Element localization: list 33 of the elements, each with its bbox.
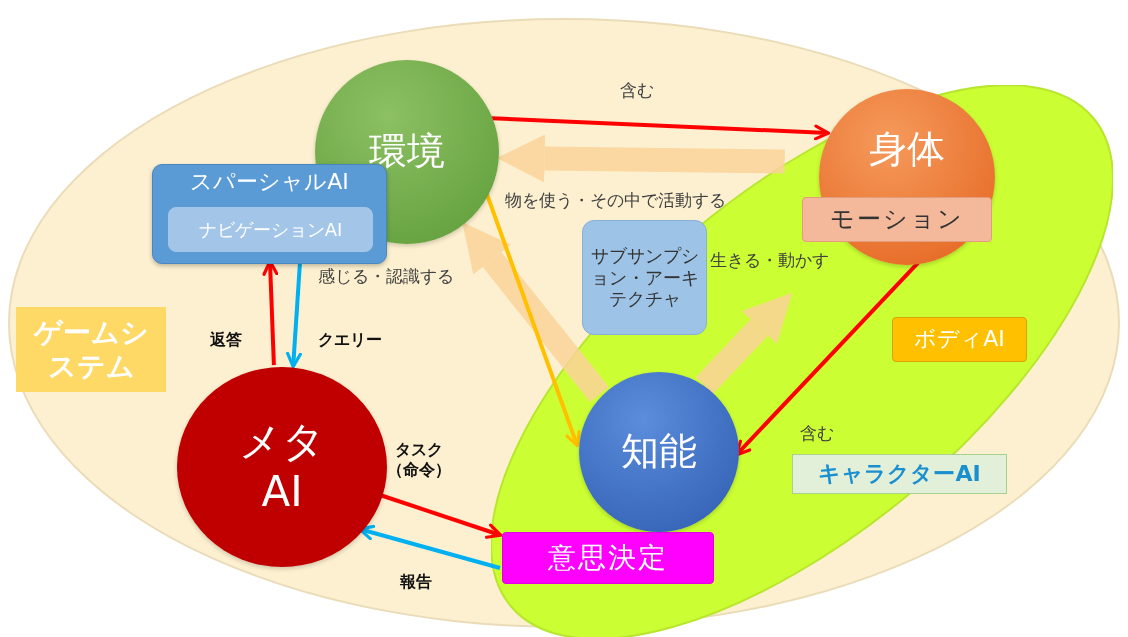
label-box bbox=[16, 307, 166, 392]
label-box bbox=[802, 197, 992, 242]
edge-label: 感じる・認識する bbox=[318, 266, 454, 288]
block-arrow bbox=[695, 292, 793, 394]
label-box bbox=[502, 532, 714, 584]
node-label: サブサンプション・アーキテクチャ bbox=[589, 245, 700, 310]
node-label: ナビゲーションAI bbox=[198, 218, 343, 241]
label-box bbox=[792, 454, 1007, 494]
node-label: モーション bbox=[830, 205, 964, 234]
block-arrow bbox=[496, 134, 785, 183]
node-label: 意思決定 bbox=[548, 541, 668, 575]
node-label: ボディAI bbox=[914, 326, 1005, 353]
node-label: スパーシャルAI bbox=[190, 169, 349, 196]
node-label: 知能 bbox=[621, 429, 697, 475]
node-label: メタAI bbox=[238, 416, 326, 518]
node-label: 身体 bbox=[869, 127, 945, 173]
block-arrow bbox=[462, 222, 609, 402]
edge-label: 生きる・動かす bbox=[710, 250, 829, 272]
edge-label: タスク（命令） bbox=[386, 440, 452, 480]
node-label: 環境 bbox=[369, 129, 445, 175]
label-box bbox=[892, 317, 1027, 362]
edge-label: 物を使う・その中で活動する bbox=[505, 190, 726, 212]
edge-label: 含む bbox=[620, 80, 654, 102]
arrow bbox=[491, 116, 831, 141]
node-label: キャラクターAI bbox=[818, 460, 981, 488]
edge-label: 含む bbox=[800, 423, 834, 445]
node-label: ゲームシステム bbox=[32, 315, 150, 384]
arrow bbox=[286, 261, 302, 369]
label-box bbox=[582, 220, 707, 335]
edge-label: クエリー bbox=[318, 330, 382, 350]
label-box bbox=[168, 207, 373, 252]
edge-label: 返答 bbox=[210, 330, 242, 350]
edge-label: 報告 bbox=[400, 572, 432, 592]
